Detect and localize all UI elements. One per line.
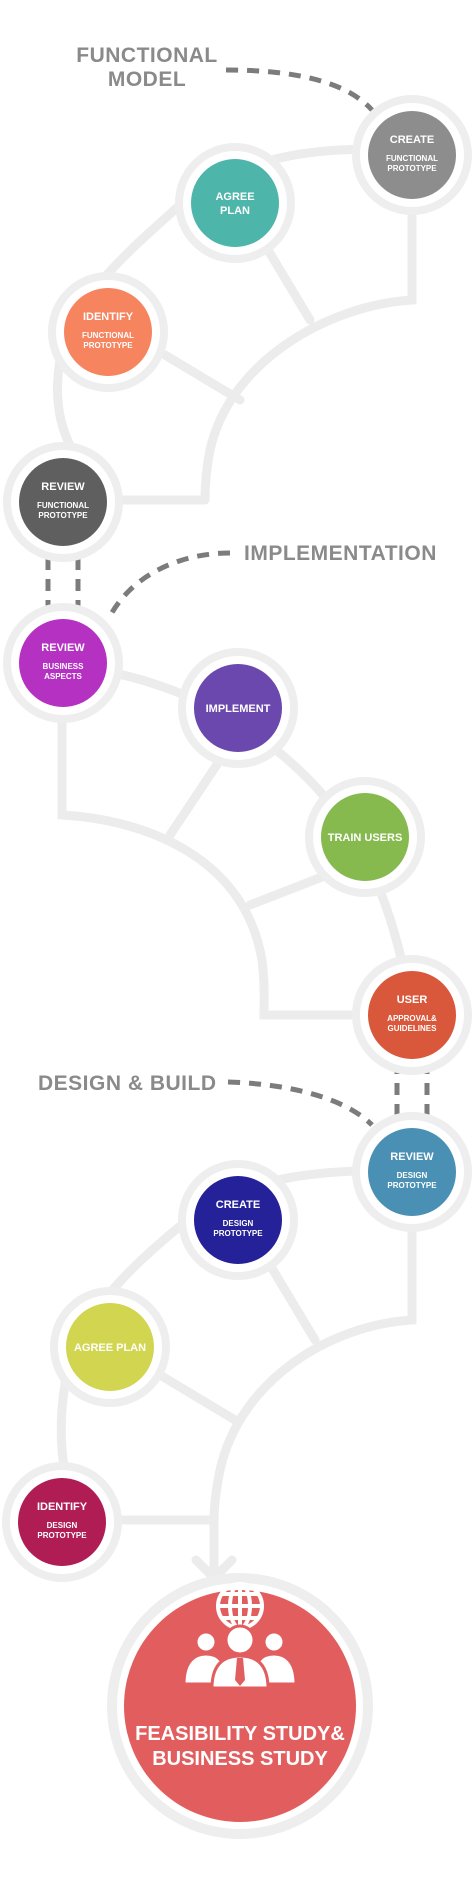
node-subtitle-1: DESIGN: [397, 1171, 428, 1180]
node-fill: [64, 288, 152, 376]
node-implement[interactable]: IMPLEMENT: [178, 648, 298, 768]
feasibility-business-study[interactable]: FEASIBILITY STUDY& BUSINESS STUDY: [107, 1573, 373, 1839]
node-title: IDENTIFY: [83, 311, 134, 323]
node-fill: [19, 458, 107, 546]
node-subtitle-2: PROTOTYPE: [213, 1229, 263, 1238]
node-subtitle-2: GUIDELINES: [388, 1024, 438, 1033]
implementation-dash: [105, 550, 231, 622]
globe-icon: [216, 1582, 264, 1630]
node-subtitle-1: APPROVAL&: [387, 1014, 437, 1023]
node-subtitle-1: FUNCTIONAL: [82, 331, 134, 340]
node-title: IMPLEMENT: [206, 703, 271, 715]
globe-people-icon: [182, 1582, 298, 1690]
node-title: CREATE: [216, 1199, 260, 1211]
node-fill: [368, 971, 456, 1059]
node-fill: [191, 159, 279, 247]
node-subtitle-2: PROTOTYPE: [387, 1181, 437, 1190]
design-build-title: DESIGN & BUILD: [38, 1072, 217, 1095]
node-subtitle-2: PROTOTYPE: [37, 1531, 87, 1540]
node-fill: [66, 1303, 154, 1391]
node-review-business-aspects[interactable]: REVIEW BUSINESS ASPECTS: [3, 603, 123, 723]
node-subtitle-2: PROTOTYPE: [38, 511, 88, 520]
node-fill: [19, 619, 107, 707]
functional-model-title-line2: MODEL: [108, 68, 186, 91]
node-create-functional-prototype[interactable]: CREATE FUNCTIONAL PROTOTYPE: [352, 95, 472, 215]
node-subtitle-1: DESIGN: [223, 1219, 254, 1228]
node-create-design-prototype[interactable]: CREATE DESIGN PROTOTYPE: [178, 1160, 298, 1280]
functional-model-title-line1: FUNCTIONAL: [76, 44, 217, 67]
node-subtitle-1: BUSINESS: [43, 662, 85, 671]
node-fill: [194, 1176, 282, 1264]
node-agree-plan-design[interactable]: AGREE PLAN: [50, 1287, 170, 1407]
feasibility-fill: [124, 1590, 356, 1822]
tie-icon: [235, 1658, 245, 1686]
node-review-design-prototype[interactable]: REVIEW DESIGN PROTOTYPE: [352, 1112, 472, 1232]
node-review-functional-prototype[interactable]: REVIEW FUNCTIONAL PROTOTYPE: [3, 442, 123, 562]
node-title: TRAIN USERS: [328, 832, 403, 844]
node-fill: [368, 1128, 456, 1216]
node-title: AGREE: [215, 191, 254, 203]
node-title: IDENTIFY: [37, 1501, 88, 1513]
node-subtitle-1: FUNCTIONAL: [386, 154, 438, 163]
node-identify-design-prototype[interactable]: IDENTIFY DESIGN PROTOTYPE: [2, 1462, 122, 1582]
node-fill: [18, 1478, 106, 1566]
node-user-approval-guidelines[interactable]: USER APPROVAL& GUIDELINES: [352, 955, 472, 1075]
node-title: REVIEW: [41, 642, 85, 654]
node-subtitle-2: PROTOTYPE: [387, 164, 437, 173]
node-title: REVIEW: [390, 1151, 434, 1163]
design-dash: [227, 1079, 374, 1127]
node-subtitle-1: DESIGN: [47, 1521, 78, 1530]
node-agree-plan-functional[interactable]: AGREE PLAN: [175, 143, 295, 263]
node-subtitle-1: FUNCTIONAL: [37, 501, 89, 510]
node-title-2: PLAN: [220, 205, 250, 217]
node-identify-functional-prototype[interactable]: IDENTIFY FUNCTIONAL PROTOTYPE: [48, 272, 168, 392]
node-subtitle-2: PROTOTYPE: [83, 341, 133, 350]
node-title: USER: [397, 994, 428, 1006]
feasibility-title-line1: FEASIBILITY STUDY&: [135, 1723, 345, 1745]
node-fill: [368, 111, 456, 199]
node-fill: [321, 793, 409, 881]
node-title: REVIEW: [41, 481, 85, 493]
node-subtitle-2: ASPECTS: [44, 672, 82, 681]
node-title: AGREE PLAN: [74, 1342, 146, 1354]
node-title: CREATE: [390, 134, 434, 146]
feasibility-title-line2: BUSINESS STUDY: [152, 1748, 328, 1770]
implementation-title: IMPLEMENTATION: [244, 542, 437, 565]
node-train-users[interactable]: TRAIN USERS: [305, 777, 425, 897]
functional-dash: [225, 67, 374, 112]
node-fill: [194, 664, 282, 752]
